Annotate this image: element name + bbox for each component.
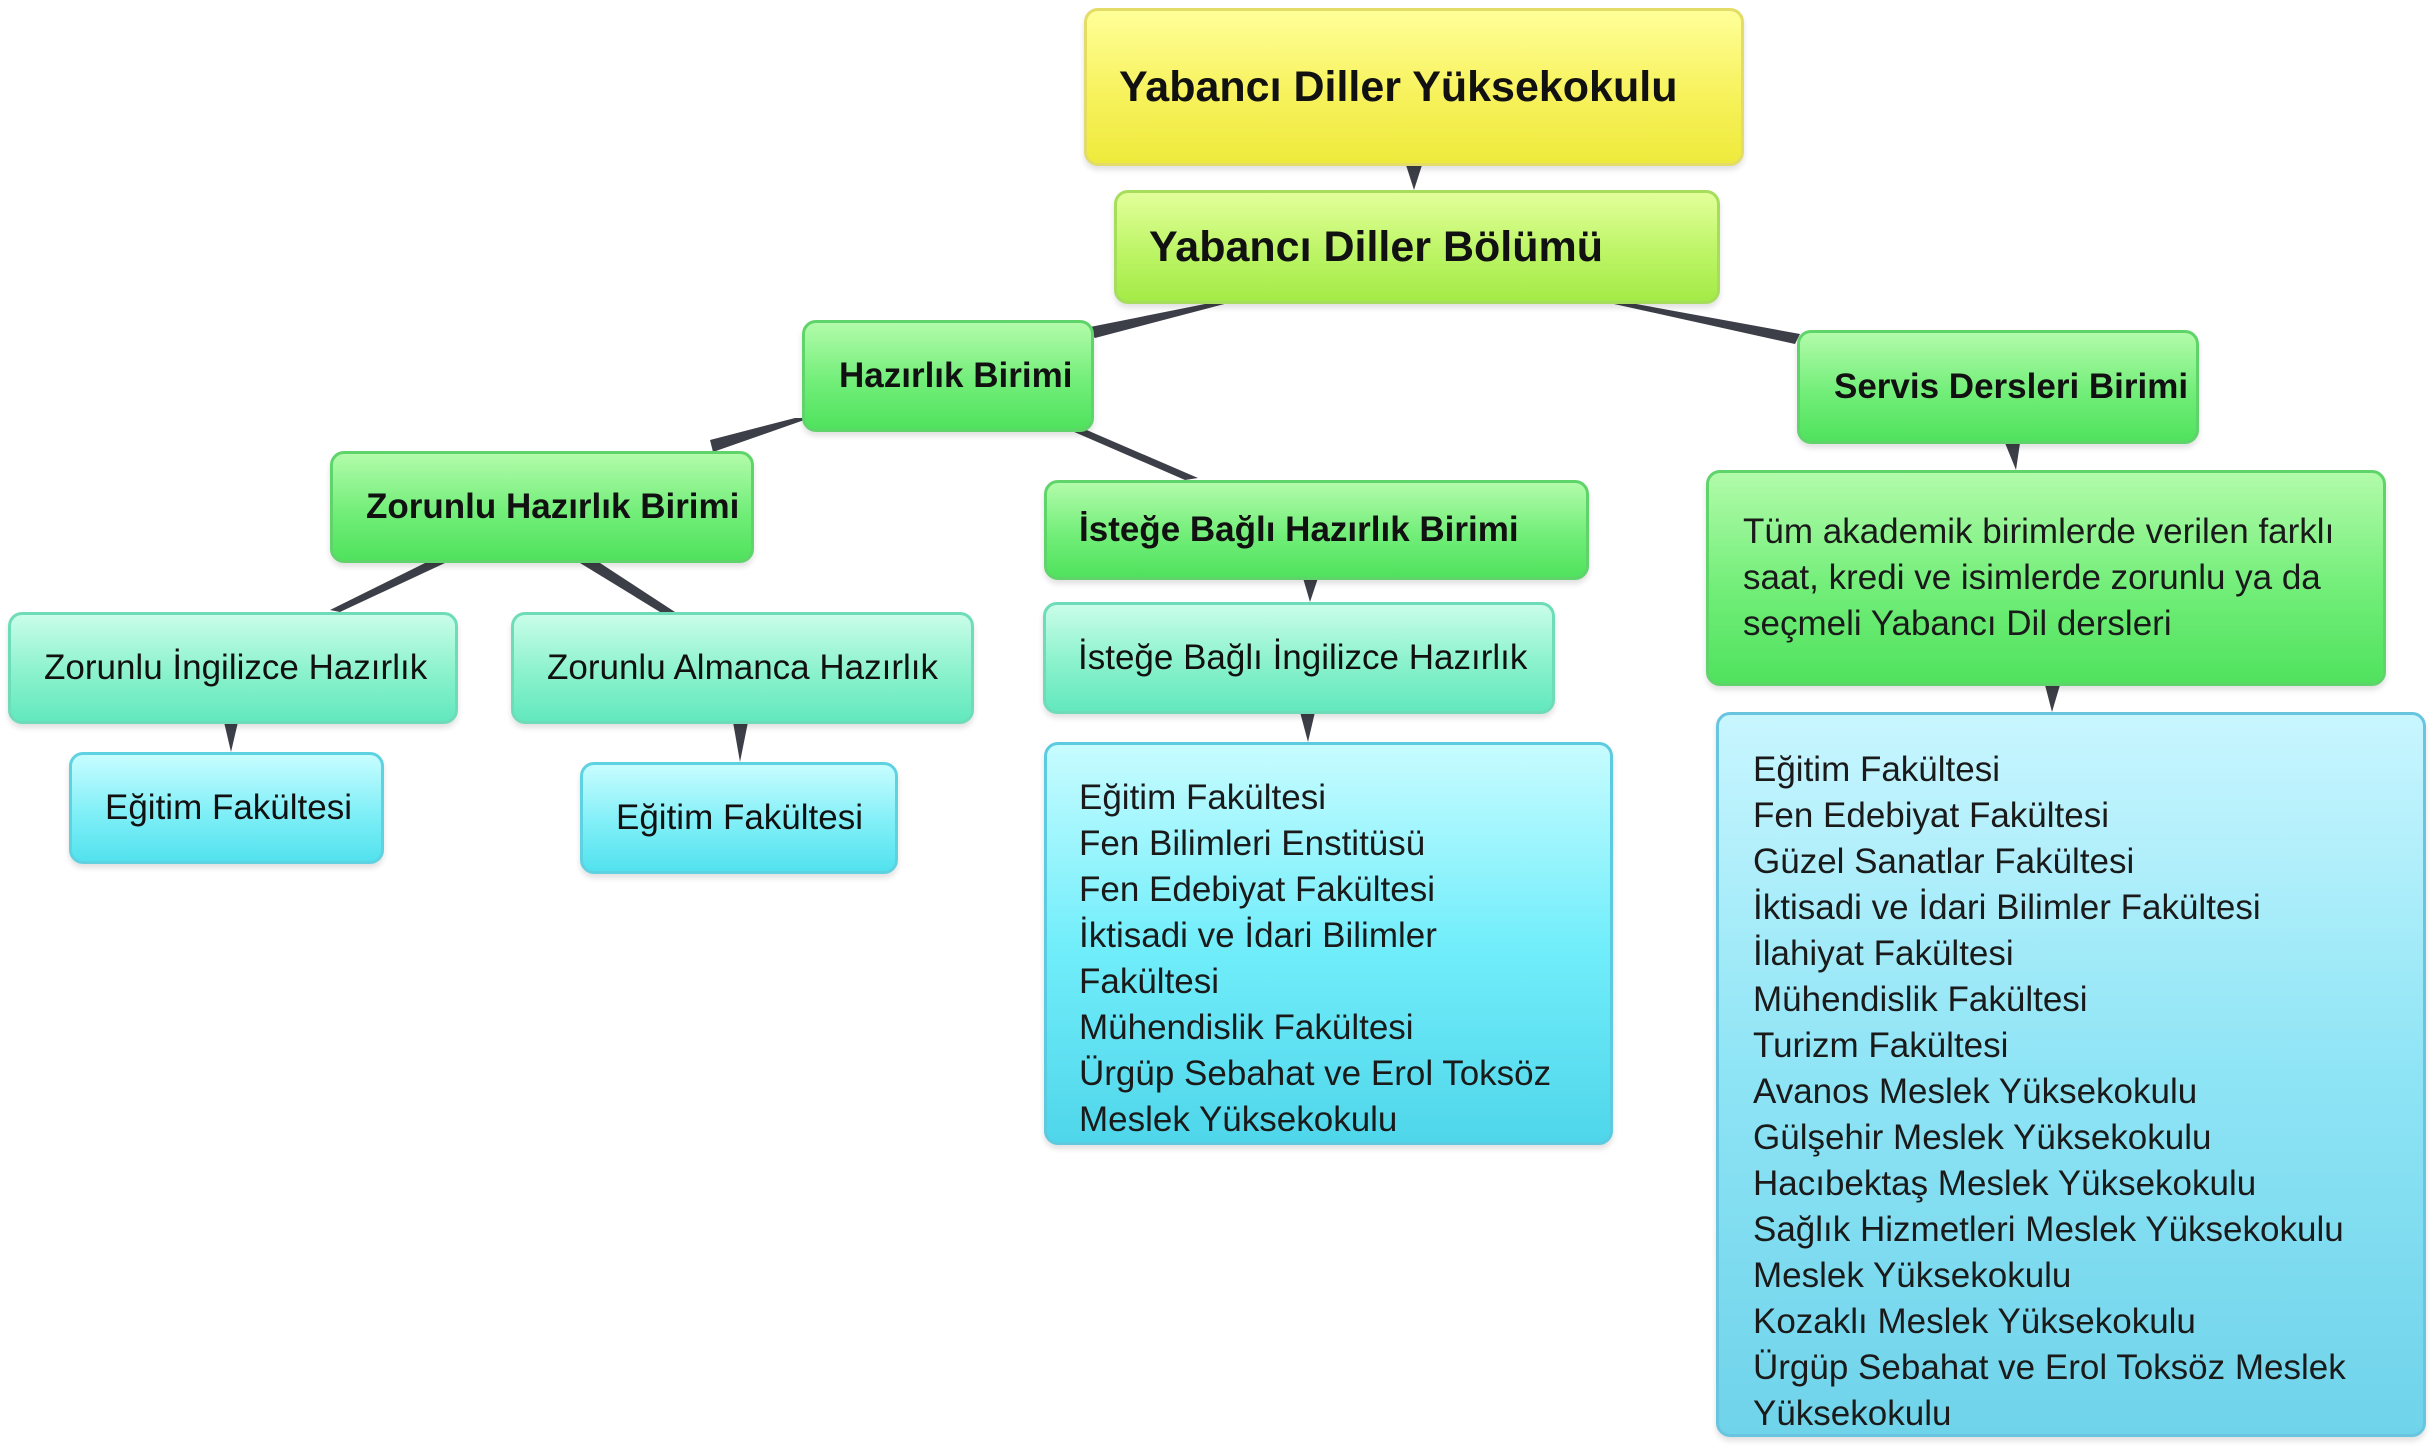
optional-faculties-list: Eğitim Fakültesi Fen Bilimleri Enstitüsü… bbox=[1079, 775, 1551, 1143]
connector-optional-english bbox=[1303, 578, 1318, 602]
node-root-label: Yabancı Diller Yüksekokulu bbox=[1119, 62, 1678, 111]
node-german-faculty: Eğitim Fakültesi bbox=[580, 762, 898, 874]
list-item: Kozaklı Meslek Yüksekokulu bbox=[1753, 1302, 2196, 1341]
node-service-description: Tüm akademik birimlerde verilen farklı s… bbox=[1706, 470, 2386, 686]
node-english-faculty-label: Eğitim Fakültesi bbox=[105, 788, 353, 827]
list-item: Turizm Fakültesi bbox=[1753, 1026, 2009, 1065]
list-item: Hacıbektaş Meslek Yüksekokulu bbox=[1753, 1164, 2257, 1203]
list-item: Fen Edebiyat Fakültesi bbox=[1079, 870, 1436, 909]
list-item: Sağlık Hizmetleri Meslek Yüksekokulu bbox=[1753, 1210, 2344, 1249]
list-item: Mühendislik Fakültesi bbox=[1753, 980, 2088, 1019]
connector-department-prep bbox=[1085, 302, 1232, 338]
node-english-faculty: Eğitim Fakültesi bbox=[69, 752, 384, 864]
connector-german-faculty bbox=[733, 722, 748, 762]
connector-optional-faculties bbox=[1300, 712, 1315, 742]
list-item: Meslek Yüksekokulu bbox=[1753, 1256, 2072, 1295]
list-item: Fen Bilimleri Enstitüsü bbox=[1079, 824, 1426, 863]
connector-root-department bbox=[1406, 165, 1422, 190]
service-faculties-list: Eğitim Fakültesi Fen Edebiyat Fakültesi … bbox=[1753, 747, 2346, 1437]
list-item: Meslek Yüksekokulu bbox=[1079, 1100, 1398, 1139]
list-item: Mühendislik Fakültesi bbox=[1079, 1008, 1414, 1047]
node-german-faculty-label: Eğitim Fakültesi bbox=[616, 798, 864, 837]
node-service-description-label: Tüm akademik birimlerde verilen farklı s… bbox=[1743, 512, 2335, 643]
list-item: Ürgüp Sebahat ve Erol Toksöz Meslek bbox=[1753, 1348, 2346, 1387]
list-item: Fen Edebiyat Fakültesi bbox=[1753, 796, 2110, 835]
connector-description-faculties bbox=[2045, 685, 2060, 712]
node-optional-english-label: İsteğe Bağlı İngilizce Hazırlık bbox=[1078, 638, 1528, 677]
node-prep-unit-label: Hazırlık Birimi bbox=[839, 356, 1073, 395]
node-mandatory-english-label: Zorunlu İngilizce Hazırlık bbox=[44, 648, 428, 687]
node-mandatory-german-label: Zorunlu Almanca Hazırlık bbox=[547, 648, 938, 687]
node-optional-prep: İsteğe Bağlı Hazırlık Birimi bbox=[1044, 480, 1589, 580]
node-department: Yabancı Diller Bölümü bbox=[1114, 190, 1720, 304]
connector-english-faculty bbox=[224, 722, 238, 752]
list-item: Eğitim Fakültesi bbox=[1079, 778, 1327, 817]
node-mandatory-german: Zorunlu Almanca Hazırlık bbox=[511, 612, 974, 724]
list-item: İktisadi ve İdari Bilimler Fakültesi bbox=[1753, 888, 2261, 927]
connector-prep-optional bbox=[1065, 428, 1198, 480]
list-item: Gülşehir Meslek Yüksekokulu bbox=[1753, 1118, 2212, 1157]
connector-mandatory-german bbox=[580, 563, 675, 612]
node-mandatory-prep-label: Zorunlu Hazırlık Birimi bbox=[366, 487, 740, 526]
connector-department-service bbox=[1605, 302, 1800, 344]
node-mandatory-prep: Zorunlu Hazırlık Birimi bbox=[330, 451, 754, 563]
connector-prep-mandatory bbox=[710, 418, 810, 452]
node-root: Yabancı Diller Yüksekokulu bbox=[1084, 8, 1744, 166]
list-item: İlahiyat Fakültesi bbox=[1753, 934, 2014, 973]
node-optional-english: İsteğe Bağlı İngilizce Hazırlık bbox=[1043, 602, 1555, 714]
node-service-faculties: Eğitim Fakültesi Fen Edebiyat Fakültesi … bbox=[1716, 712, 2426, 1437]
node-mandatory-english: Zorunlu İngilizce Hazırlık bbox=[8, 612, 458, 724]
list-item: Avanos Meslek Yüksekokulu bbox=[1753, 1072, 2198, 1111]
node-department-label: Yabancı Diller Bölümü bbox=[1149, 222, 1603, 271]
node-optional-faculties: Eğitim Fakültesi Fen Bilimleri Enstitüsü… bbox=[1044, 742, 1613, 1145]
node-service-unit-label: Servis Dersleri Birimi bbox=[1834, 367, 2189, 406]
list-item: Fakültesi bbox=[1079, 962, 1220, 1001]
list-item: Eğitim Fakültesi bbox=[1753, 750, 2001, 789]
list-item: İktisadi ve İdari Bilimler bbox=[1079, 916, 1437, 955]
list-item: Ürgüp Sebahat ve Erol Toksöz bbox=[1079, 1054, 1552, 1093]
list-item: Güzel Sanatlar Fakültesi bbox=[1753, 842, 2135, 881]
node-optional-prep-label: İsteğe Bağlı Hazırlık Birimi bbox=[1079, 510, 1519, 549]
node-prep-unit: Hazırlık Birimi bbox=[802, 320, 1094, 432]
connector-mandatory-english bbox=[330, 563, 445, 612]
node-service-unit: Servis Dersleri Birimi bbox=[1797, 330, 2199, 444]
list-item: Yüksekokulu bbox=[1753, 1394, 1952, 1433]
connector-service-description bbox=[2005, 443, 2020, 470]
